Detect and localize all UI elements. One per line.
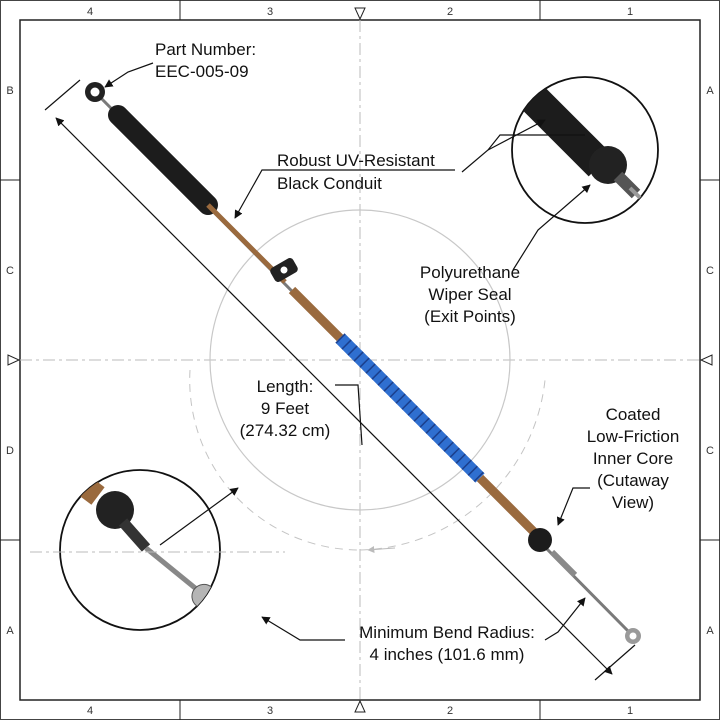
leader-conduit-detail: [461, 134, 585, 173]
callout-conduit: Robust UV-Resistant Black Conduit: [277, 151, 435, 193]
callout-inner-core: Coated Low-Friction Inner Core (Cutaway …: [587, 405, 680, 512]
leader-lines: [104, 62, 591, 641]
length-dimension: [44, 79, 636, 681]
wiper-seal-label-line-2: Wiper Seal: [428, 285, 511, 304]
conduit-label-line-2: Black Conduit: [277, 174, 382, 193]
detail-seal-nut: [589, 146, 627, 184]
length-label-line-1: Length:: [257, 377, 314, 396]
bend-radius-label-line-2: 4 inches (101.6 mm): [370, 645, 525, 664]
col-label-top-4: 4: [87, 6, 93, 18]
threaded-end-lower: [549, 549, 578, 578]
col-label-top-2: 2: [447, 6, 453, 18]
part-number-value: EEC-005-09: [155, 62, 249, 81]
inner-core-label-line-2: Low-Friction: [587, 427, 680, 446]
col-label-bottom-4: 4: [87, 705, 93, 717]
row-label-right-c-bottom: C: [706, 445, 714, 457]
inner-core-label-line-4: (Cutaway: [597, 471, 669, 490]
leader-inner-core: [556, 487, 590, 526]
col-label-top-3: 3: [267, 6, 273, 18]
wiper-seal-label-line-3: (Exit Points): [424, 307, 516, 326]
brass-sleeve-lower: [476, 474, 539, 537]
col-label-bottom-2: 2: [447, 705, 453, 717]
row-label-right-a-top: A: [706, 85, 714, 97]
wiper-seal-label-line-1: Polyurethane: [420, 263, 520, 282]
brass-sleeve-upper: [288, 286, 344, 342]
part-number-label: Part Number:: [155, 40, 256, 59]
callout-wiper-seal: Polyurethane Wiper Seal (Exit Points): [420, 263, 520, 326]
col-label-bottom-3: 3: [267, 705, 273, 717]
blue-inner-core: [335, 333, 485, 483]
detail-view-seal: [511, 76, 659, 224]
bottom-center-triangle: [354, 699, 366, 713]
leader-wiper-seal: [512, 184, 591, 271]
detail-view-rod-end: [59, 469, 221, 631]
cable-assembly: [85, 82, 641, 644]
bend-radius-label-line-1: Minimum Bend Radius:: [359, 623, 535, 642]
conduit-label-line-1: Robust UV-Resistant: [277, 151, 435, 170]
detail-brass-sleeve: [60, 470, 105, 505]
row-label-left-a: A: [6, 625, 14, 637]
row-label-right-c-top: C: [706, 265, 714, 277]
callout-part-number: Part Number: EEC-005-09: [155, 40, 256, 81]
centering-marks: [7, 7, 713, 713]
callout-length: Length: 9 Feet (274.32 cm): [240, 377, 331, 440]
detail-core: [628, 186, 658, 223]
detail-rod-seal-nut: [96, 491, 134, 529]
col-label-bottom-1: 1: [627, 705, 633, 717]
row-label-left-d: D: [6, 445, 14, 457]
length-label-line-2: 9 Feet: [261, 399, 309, 418]
col-label-top-1: 1: [627, 6, 633, 18]
length-label-line-3: (274.32 cm): [240, 421, 331, 440]
bend-arc-right: [359, 379, 546, 551]
leader-bend-right: [544, 597, 586, 641]
row-label-right-a-bottom: A: [706, 625, 714, 637]
leader-conduit: [234, 169, 455, 219]
inner-core-label-line-5: View): [612, 493, 654, 512]
right-center-triangle: [699, 354, 713, 366]
inner-core-label-line-1: Coated: [606, 405, 661, 424]
row-label-left-b: B: [6, 85, 13, 97]
row-label-left-c: C: [6, 265, 14, 277]
left-center-triangle: [7, 354, 21, 366]
rod-end-hole-left: [90, 87, 100, 97]
lower-seal-nut: [528, 528, 552, 552]
rod-end-hole-right: [629, 632, 637, 640]
leader-bend-left: [261, 616, 345, 641]
leader-part-number: [104, 62, 154, 88]
inner-core-label-line-3: Inner Core: [593, 449, 673, 468]
leader-detail-arrow: [487, 119, 546, 151]
top-center-triangle: [354, 7, 366, 21]
callout-bend-radius: Minimum Bend Radius: 4 inches (101.6 mm): [359, 623, 535, 664]
black-conduit: [108, 105, 218, 215]
detail-rod-thread: [118, 518, 151, 552]
detail-rod-shaft: [144, 546, 202, 594]
leader-length: [335, 384, 363, 446]
wiper-seal-clip: [270, 258, 298, 282]
leader-detail-rod: [159, 487, 239, 546]
